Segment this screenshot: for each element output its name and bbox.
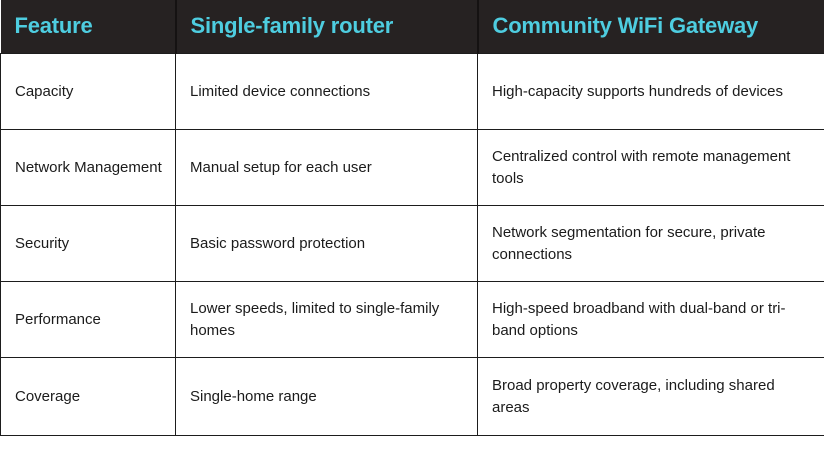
cell-feature: Capacity xyxy=(0,53,176,130)
comparison-table-container: Feature Single-family router Community W… xyxy=(0,0,824,436)
table-row: Capacity Limited device connections High… xyxy=(0,53,824,130)
cell-feature: Security xyxy=(0,205,176,282)
table-header-row: Feature Single-family router Community W… xyxy=(0,0,824,54)
cell-gateway: Centralized control with remote manageme… xyxy=(477,129,824,206)
cell-router: Single-home range xyxy=(175,357,478,436)
table-row: Security Basic password protection Netwo… xyxy=(0,205,824,282)
column-header-feature: Feature xyxy=(0,0,177,54)
table-row: Performance Lower speeds, limited to sin… xyxy=(0,281,824,358)
cell-gateway: High-speed broadband with dual-band or t… xyxy=(477,281,824,358)
column-header-single-family-router: Single-family router xyxy=(175,0,479,54)
table-header: Feature Single-family router Community W… xyxy=(0,0,824,54)
cell-gateway: Network segmentation for secure, private… xyxy=(477,205,824,282)
cell-feature: Network Management xyxy=(0,129,176,206)
table-body: Capacity Limited device connections High… xyxy=(0,53,824,436)
column-header-community-wifi-gateway: Community WiFi Gateway xyxy=(477,0,824,54)
cell-router: Lower speeds, limited to single-family h… xyxy=(175,281,478,358)
cell-feature: Performance xyxy=(0,281,176,358)
cell-gateway: Broad property coverage, including share… xyxy=(477,357,824,436)
cell-feature: Coverage xyxy=(0,357,176,436)
table-row: Coverage Single-home range Broad propert… xyxy=(0,357,824,436)
feature-comparison-table: Feature Single-family router Community W… xyxy=(0,0,824,436)
cell-router: Manual setup for each user xyxy=(175,129,478,206)
cell-router: Basic password protection xyxy=(175,205,478,282)
cell-gateway: High-capacity supports hundreds of devic… xyxy=(477,53,824,130)
table-row: Network Management Manual setup for each… xyxy=(0,129,824,206)
cell-router: Limited device connections xyxy=(175,53,478,130)
